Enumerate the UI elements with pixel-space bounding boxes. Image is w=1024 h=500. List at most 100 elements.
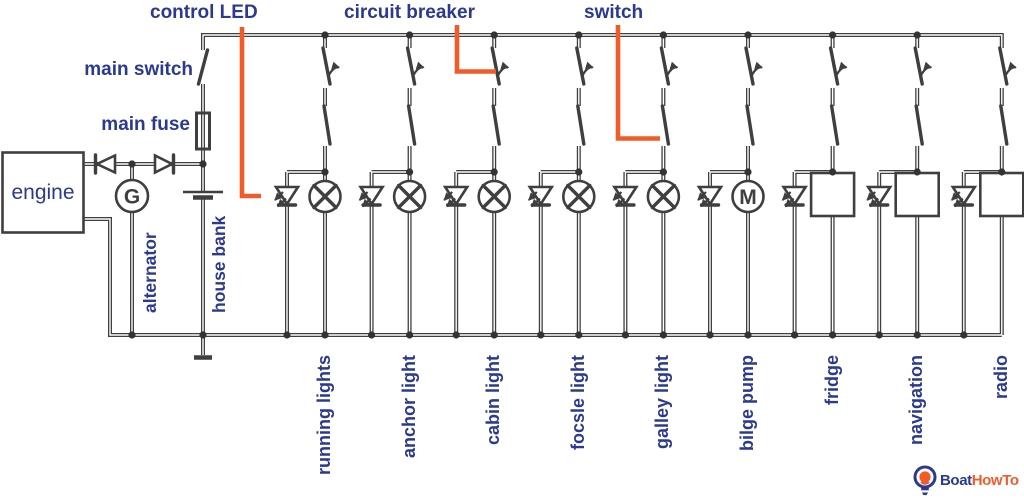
wire-core <box>202 34 1003 50</box>
led-emission-arrow-icon <box>528 191 538 201</box>
breaker-trip-arrow-icon <box>581 61 594 76</box>
callout-pointers <box>239 25 660 199</box>
junction-dot <box>321 31 329 39</box>
led-emission-arrow-icon <box>697 191 707 201</box>
junction-dot <box>321 331 329 339</box>
junction-dot <box>490 31 498 39</box>
junction-dot <box>829 331 837 339</box>
branch-label-anchor-light: anchor light <box>398 355 419 458</box>
junction-dot <box>913 331 921 339</box>
circuit-breaker-symbol <box>405 46 417 86</box>
branch-label-navigation: navigation <box>906 355 927 446</box>
branch-label-running-lights: running lights <box>314 355 334 475</box>
breaker-trip-arrow-icon <box>412 61 425 76</box>
breaker-trip-arrow-icon <box>920 61 933 76</box>
circuit-breaker-symbol <box>998 46 1009 86</box>
logo-wordmark: BoatHowTo <box>940 472 1019 489</box>
junction-dot <box>537 331 545 339</box>
led-emission-arrow-icon <box>866 191 876 201</box>
junction-dot <box>575 168 583 176</box>
engine-box <box>1 151 85 234</box>
junction-dot <box>621 331 630 339</box>
switch-symbol <box>829 104 840 146</box>
load-box-symbol <box>978 171 1024 218</box>
junction-dot <box>199 331 207 339</box>
junction-dot <box>128 160 136 168</box>
circuit-breaker-symbol <box>575 46 586 86</box>
circuit-breaker-symbol <box>321 46 332 86</box>
lamp-cross-line <box>481 183 507 210</box>
junction-dot <box>575 31 583 39</box>
junction-dot <box>744 31 752 39</box>
junction-dot <box>452 331 460 339</box>
led-emission-arrow-icon <box>700 197 710 208</box>
diode-to-housebank <box>153 153 175 175</box>
branch-label-bilge-pump: bilge pump <box>737 355 757 451</box>
led-emission-arrow-icon <box>954 197 964 208</box>
circuit-breaker-symbol <box>913 46 924 86</box>
junction-dot <box>913 31 921 39</box>
junction-dot <box>659 331 668 339</box>
junction-dots <box>128 31 1006 339</box>
led-emission-arrow-icon <box>612 191 623 201</box>
led-emission-arrow-icon <box>869 197 879 208</box>
junction-dot <box>490 168 498 176</box>
breaker-trip-arrow-icon <box>835 61 848 76</box>
led-emission-arrow-icon <box>951 191 961 201</box>
main-switch-label: main switch <box>84 59 193 80</box>
junction-dot <box>283 331 291 339</box>
junction-dot <box>706 331 714 339</box>
branch-label-focsle-light: focsle light <box>567 355 588 451</box>
led-emission-arrow-icon <box>781 191 792 201</box>
switch-pointer <box>615 25 660 141</box>
switch-symbol <box>745 104 755 146</box>
junction-dot <box>791 331 799 339</box>
junction-dot <box>490 331 498 339</box>
junction-dot <box>829 168 837 176</box>
alternator-symbol <box>114 178 150 214</box>
breaker-trip-arrow-icon <box>751 61 763 76</box>
switch-symbol <box>914 104 924 146</box>
circuit-breaker-label: circuit breaker <box>344 2 475 23</box>
diode-to-engine <box>93 153 117 175</box>
load-box-symbol <box>894 171 941 218</box>
junction-dot <box>368 331 376 339</box>
led-emission-arrow-icon <box>784 197 795 208</box>
junction-dot <box>960 331 968 339</box>
circuit-breaker-symbol <box>659 46 671 86</box>
breaker-trip-arrow-icon <box>497 61 510 76</box>
junction-dot <box>998 168 1006 176</box>
led-emission-arrow-icon <box>277 197 287 208</box>
junction-dot <box>659 31 668 39</box>
component-symbols: G M <box>1 46 1024 360</box>
led-emission-arrow-icon <box>446 197 456 208</box>
breaker-trip-arrow-icon <box>328 61 340 76</box>
led-emission-arrow-icon <box>358 191 369 201</box>
led-emission-arrow-icon <box>443 191 453 201</box>
circuit-breaker-symbol <box>828 46 840 86</box>
control-led-pointer <box>239 27 261 199</box>
motor-symbol <box>731 179 765 214</box>
junction-dot <box>913 168 921 176</box>
junction-dot <box>575 331 583 339</box>
junction-dot <box>406 331 414 339</box>
led-emission-arrow-icon <box>615 197 626 208</box>
lamp-cross-line <box>396 183 423 210</box>
junction-dot <box>659 168 668 176</box>
breaker-trip-arrow-icon <box>666 61 679 76</box>
junction-dot <box>744 331 752 339</box>
control-led-label: control LED <box>150 2 258 23</box>
junction-dot <box>406 168 414 176</box>
switch-symbol <box>491 104 501 146</box>
junction-dot <box>744 168 752 176</box>
led-emission-arrow-icon <box>274 191 284 201</box>
logo-text-howto: HowTo <box>971 472 1019 489</box>
switch-symbol <box>999 104 1009 146</box>
switch-label: switch <box>584 2 644 23</box>
main-switch-symbol <box>196 48 210 86</box>
lamp-cross-line <box>650 183 677 210</box>
junction-dot <box>875 331 883 339</box>
breaker-trip-arrow-icon <box>1004 61 1017 76</box>
